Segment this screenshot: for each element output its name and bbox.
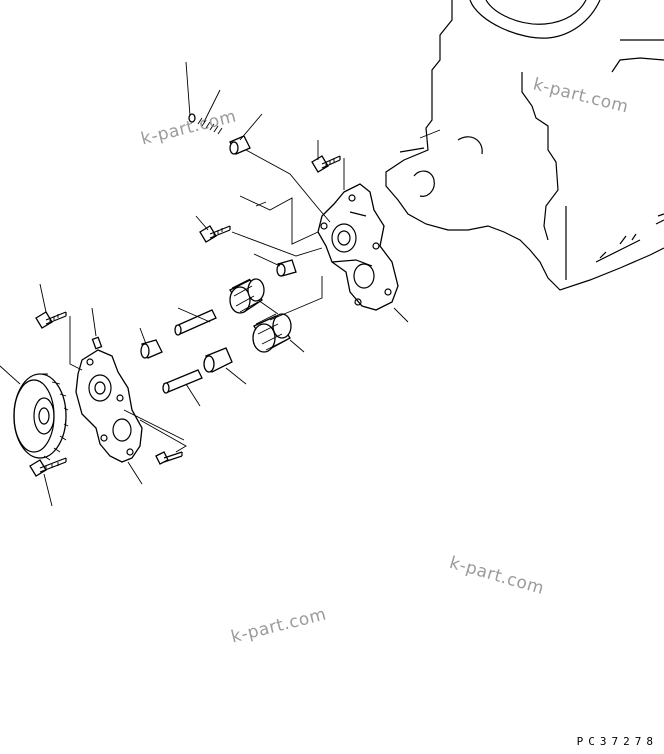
block-hatch xyxy=(419,129,441,139)
dowel-pin xyxy=(91,336,103,350)
bolt-center xyxy=(199,225,231,243)
shaft-lower xyxy=(162,369,203,394)
bolt-upper-right xyxy=(311,155,341,173)
engine-block xyxy=(385,0,664,291)
oil-pump-body xyxy=(317,183,399,311)
drawing-code: PC37278 xyxy=(576,735,658,748)
pump-gear-upper xyxy=(229,278,265,314)
bushing-center xyxy=(203,347,233,373)
leader-lines xyxy=(0,61,409,507)
bushing-left xyxy=(140,339,163,359)
bushing-upper xyxy=(276,259,297,277)
relief-spring xyxy=(188,113,223,135)
drive-gear xyxy=(13,373,69,461)
pump-cover xyxy=(75,349,143,463)
shaft-upper xyxy=(174,309,217,336)
pump-gear-lower xyxy=(252,313,292,353)
bolt-left-lower xyxy=(29,457,67,477)
dowel-sleeve xyxy=(229,135,251,155)
bolt-left-upper xyxy=(35,311,67,329)
bolt-bottom xyxy=(155,451,183,465)
